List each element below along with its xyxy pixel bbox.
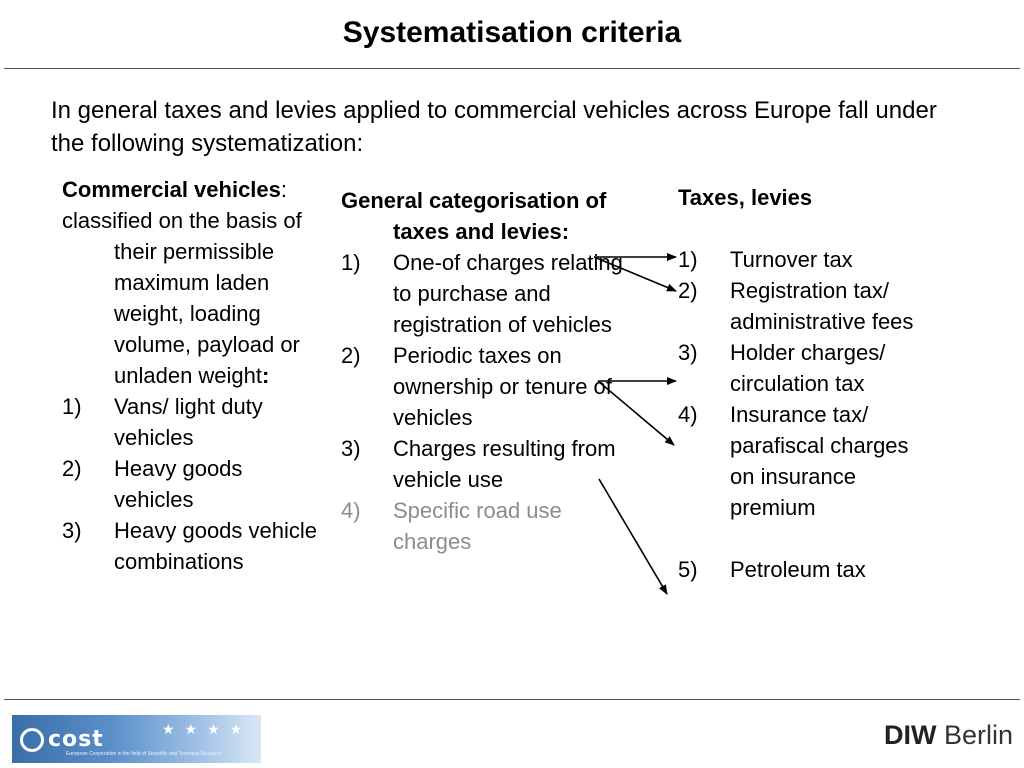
list-item: 1) Vans/ light duty vehicles — [62, 391, 320, 453]
taxes-levies-heading: Taxes, levies — [678, 185, 813, 210]
item-number: 1) — [341, 250, 361, 275]
list-item: 5) Petroleum tax — [678, 554, 938, 585]
list-item: 2) Heavy goods vehicles — [62, 453, 320, 515]
title-divider — [4, 68, 1020, 69]
item-number: 2) — [678, 278, 698, 303]
item-text: Petroleum tax — [730, 557, 866, 582]
list-item: 2) Registration tax/ administrative fees — [678, 275, 938, 337]
item-number: 3) — [62, 518, 82, 543]
heading-bold: Commercial vehicles — [62, 177, 281, 202]
categorisation-heading: General categorisation of taxes and levi… — [341, 188, 607, 244]
item-text: Charges resulting from vehicle use — [393, 436, 616, 492]
item-text: Insurance tax/ parafiscal charges on ins… — [730, 402, 909, 520]
item-number: 3) — [341, 436, 361, 461]
list-item: 3) Charges resulting from vehicle use — [341, 433, 641, 495]
list-item: 2) Periodic taxes on ownership or tenure … — [341, 340, 641, 433]
footer-divider — [4, 699, 1020, 700]
item-text: One-of charges relating to purchase and … — [393, 250, 623, 337]
diw-logo-rest: Berlin — [944, 720, 1014, 750]
item-text: Turnover tax — [730, 247, 853, 272]
taxes-levies-column: Taxes, levies 1) Turnover tax 2) Registrat… — [678, 182, 938, 585]
item-text: Heavy goods vehicles — [114, 456, 243, 512]
cost-tagline: European Cooperation in the field of Sci… — [66, 751, 223, 757]
cost-logo: ★★★★ cost European Cooperation in the fi… — [12, 715, 261, 763]
item-text: Specific road use charges — [393, 498, 562, 554]
item-number: 3) — [678, 340, 698, 365]
list-item: 1) Turnover tax — [678, 244, 938, 275]
heading-suffix: : — [280, 177, 288, 202]
item-number: 1) — [678, 247, 698, 272]
commercial-vehicles-column: Commercial vehicles: classified on the b… — [62, 174, 320, 577]
list-item: 3) Heavy goods vehicle combinations — [62, 515, 320, 577]
item-text: Periodic taxes on ownership or tenure of… — [393, 343, 612, 430]
list-item: 1) One-of charges relating to purchase an… — [341, 247, 641, 340]
list-spacer — [678, 523, 938, 554]
item-number: 2) — [341, 343, 361, 368]
slide-title: Systematisation criteria — [342, 16, 682, 49]
description-text: classified on the basis of their permiss… — [62, 208, 302, 388]
cost-logo-mark: cost — [20, 727, 104, 752]
classification-description: classified on the basis of their permiss… — [62, 205, 320, 391]
item-number: 1) — [62, 394, 82, 419]
intro-text: In general taxes and levies applied to c… — [51, 97, 937, 157]
commercial-vehicles-heading: Commercial vehicles: — [62, 174, 320, 205]
description-suffix: : — [262, 363, 270, 388]
item-text: Heavy goods vehicle combinations — [114, 518, 318, 574]
item-text: Registration tax/ administrative fees — [730, 278, 914, 334]
item-number: 5) — [678, 557, 698, 582]
eu-stars-icon: ★★★★ — [162, 721, 253, 737]
item-text: Vans/ light duty vehicles — [114, 394, 263, 450]
general-categorisation-column: General categorisation of taxes and levi… — [341, 185, 641, 557]
item-number: 4) — [678, 402, 698, 427]
item-text: Holder charges/ circulation tax — [730, 340, 886, 396]
cost-logo-text: cost — [48, 727, 104, 752]
list-item-muted: 4) Specific road use charges — [341, 495, 641, 557]
cost-ring-icon — [20, 728, 44, 752]
diw-berlin-logo: DIW Berlin — [884, 720, 1013, 751]
diw-logo-bold: DIW — [884, 720, 937, 750]
list-item: 4) Insurance tax/ parafiscal charges on i… — [678, 399, 938, 523]
list-item: 3) Holder charges/ circulation tax — [678, 337, 938, 399]
item-number: 4) — [341, 498, 361, 523]
item-number: 2) — [62, 456, 82, 481]
